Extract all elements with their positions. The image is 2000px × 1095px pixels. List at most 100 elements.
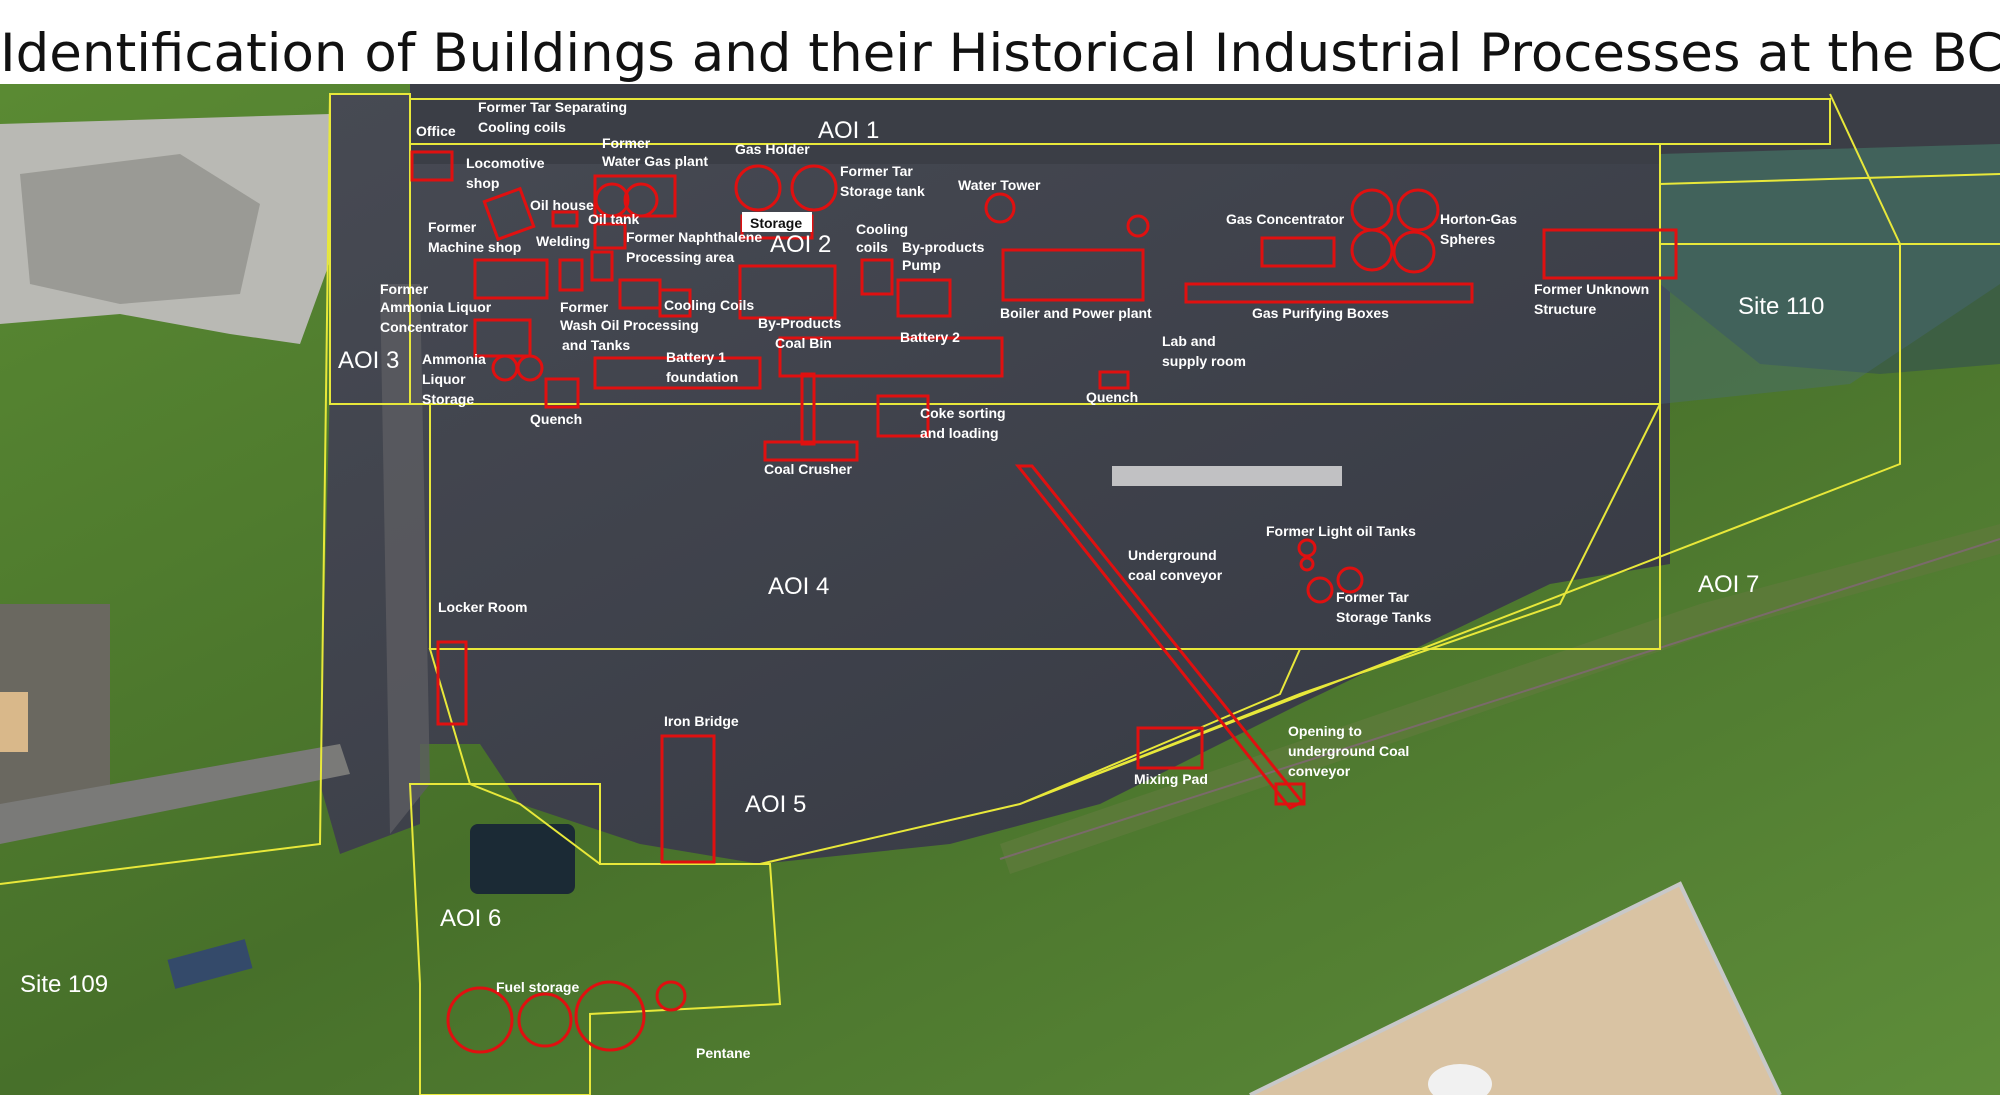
boundary-aoi-4: [429, 403, 1661, 650]
welding-building[interactable]: [558, 258, 584, 292]
label-gas-purifying: Gas Purifying Boxes: [1252, 305, 1389, 321]
long-shed-building: [1112, 466, 1342, 486]
aoi-4-label: AOI 4: [768, 573, 829, 600]
coal-conveyor-opening[interactable]: [1274, 782, 1306, 806]
label-oil-house: Oil house: [530, 197, 594, 213]
cooling-coils-tank-1[interactable]: [594, 182, 630, 218]
label-battery-1: Battery 1: [666, 349, 726, 365]
label-ammonia-liquor: Ammonia Liquor: [380, 299, 492, 315]
label-gas-holder: Gas Holder: [735, 141, 810, 157]
warehouse-roof: [0, 692, 28, 752]
locomotive-shop-building[interactable]: [482, 186, 536, 242]
gas-purifying-boxes-building[interactable]: [1184, 282, 1474, 304]
boundary-aoi-6: [408, 783, 782, 1095]
label-coal-conveyor: coal conveyor: [1128, 567, 1223, 583]
fuel-storage-tank-3[interactable]: [574, 980, 646, 1052]
label-ammonia-storage-1: Ammonia: [422, 351, 486, 367]
label-light-oil-tanks: Former Light oil Tanks: [1266, 523, 1416, 539]
label-opening-to: Opening to: [1288, 723, 1362, 739]
mixing-pad-structure[interactable]: [1136, 726, 1204, 770]
boiler-stack-tank[interactable]: [1126, 214, 1150, 238]
horton-gas-sphere-3[interactable]: [1350, 228, 1394, 272]
gas-concentrator-building[interactable]: [1260, 236, 1336, 268]
label-oil-tank: Oil tank: [588, 211, 640, 227]
iron-bridge-structure[interactable]: [660, 734, 716, 864]
label-locker-room: Locker Room: [438, 599, 527, 615]
oil-tank-building[interactable]: [593, 222, 627, 250]
label-by-products-coal: By-Products: [758, 315, 841, 331]
aerial-site-map[interactable]: AOI 1 AOI 2 AOI 3 AOI 4 AOI 5 AOI 6 AOI …: [0, 84, 2000, 1095]
fuel-storage-tank-1[interactable]: [446, 986, 514, 1054]
aoi-2-label: AOI 2: [770, 231, 831, 258]
quench-building-east[interactable]: [1098, 370, 1130, 390]
label-pentane: Pentane: [696, 1045, 751, 1061]
boiler-power-plant-building[interactable]: [1001, 248, 1145, 302]
label-quench-west: Quench: [530, 411, 582, 427]
label-ammonia-storage-3: Storage: [422, 391, 474, 407]
label-concentrator: Concentrator: [380, 319, 468, 335]
tar-storage-tank-2[interactable]: [1336, 566, 1364, 594]
battery-2-building[interactable]: [778, 336, 1004, 378]
label-ammonia-former: Former: [380, 281, 429, 297]
light-oil-tank-2[interactable]: [1299, 556, 1315, 572]
boundary-aoi-7: [1019, 243, 1901, 805]
naphthalene-processing-building[interactable]: [590, 250, 614, 282]
quench-building-west[interactable]: [544, 377, 580, 409]
quarry-pit: [20, 154, 260, 304]
label-underground-coal: underground Coal: [1288, 743, 1409, 759]
cooling-coils-east-building[interactable]: [860, 258, 894, 296]
gas-holder-tank-1[interactable]: [734, 164, 782, 212]
label-and-loading: and loading: [920, 425, 999, 441]
boundary-site-110: [1659, 173, 2000, 185]
label-tar-storage-tanks-former: Former Tar: [1336, 589, 1409, 605]
underground-coal-conveyor[interactable]: [1014, 464, 1305, 810]
coal-crusher-building[interactable]: [763, 440, 859, 462]
light-oil-tank-1[interactable]: [1297, 538, 1317, 558]
aoi-1-label: AOI 1: [818, 117, 879, 144]
tar-storage-tank-1[interactable]: [1306, 576, 1334, 604]
horton-gas-sphere-4[interactable]: [1392, 230, 1436, 274]
label-coal-bin: Coal Bin: [775, 335, 832, 351]
oil-house-building[interactable]: [551, 210, 579, 228]
by-products-pump-building[interactable]: [896, 278, 952, 318]
by-products-coal-bin-building[interactable]: [738, 264, 837, 320]
page-title: Identification of Buildings and their Hi…: [0, 23, 2000, 84]
label-processing-area: Processing area: [626, 249, 734, 265]
label-cooling-coils-center: Cooling Coils: [664, 297, 754, 313]
label-conveyor: conveyor: [1288, 763, 1351, 779]
label-coal-crusher: Coal Crusher: [764, 461, 852, 477]
label-underground: Underground: [1128, 547, 1217, 563]
site-109-label: Site 109: [20, 971, 108, 998]
office-building[interactable]: [410, 150, 454, 182]
machine-shop-building[interactable]: [473, 258, 549, 300]
locker-room-building[interactable]: [436, 640, 468, 726]
label-battery-2: Battery 2: [900, 329, 960, 345]
site-110-overlay: [1660, 144, 2000, 404]
label-coke-sorting: Coke sorting: [920, 405, 1006, 421]
railway-track: [999, 538, 2000, 860]
label-quench-east: Quench: [1086, 389, 1138, 405]
label-wash-oil-former: Former: [560, 299, 609, 315]
label-iron-bridge: Iron Bridge: [664, 713, 739, 729]
label-unknown-structure: Structure: [1534, 301, 1596, 317]
cooling-coils-tank-2[interactable]: [623, 182, 659, 218]
sand-lot: [1250, 884, 1780, 1095]
coal-conveyor-vertical[interactable]: [800, 372, 816, 446]
label-fuel-storage: Fuel storage: [496, 979, 579, 995]
label-locomotive-shop: shop: [466, 175, 499, 191]
fuel-storage-tank-4[interactable]: [655, 980, 687, 1012]
coke-sorting-building[interactable]: [876, 394, 930, 438]
former-unknown-structure[interactable]: [1542, 228, 1678, 280]
site-110-area: [1660, 144, 2000, 374]
ammonia-liquor-storage-tank-2[interactable]: [516, 354, 544, 382]
storage-label-box: [742, 212, 812, 232]
aoi-6-label: AOI 6: [440, 905, 501, 932]
horton-gas-sphere-2[interactable]: [1396, 188, 1440, 232]
label-office: Office: [416, 123, 456, 139]
gas-holder-tank-2[interactable]: [790, 164, 838, 212]
fuel-storage-tank-2[interactable]: [517, 992, 573, 1048]
cooling-coils-building[interactable]: [658, 288, 692, 318]
water-tower[interactable]: [984, 192, 1016, 224]
battery-1-foundation[interactable]: [593, 356, 762, 390]
label-spheres: Spheres: [1440, 231, 1495, 247]
